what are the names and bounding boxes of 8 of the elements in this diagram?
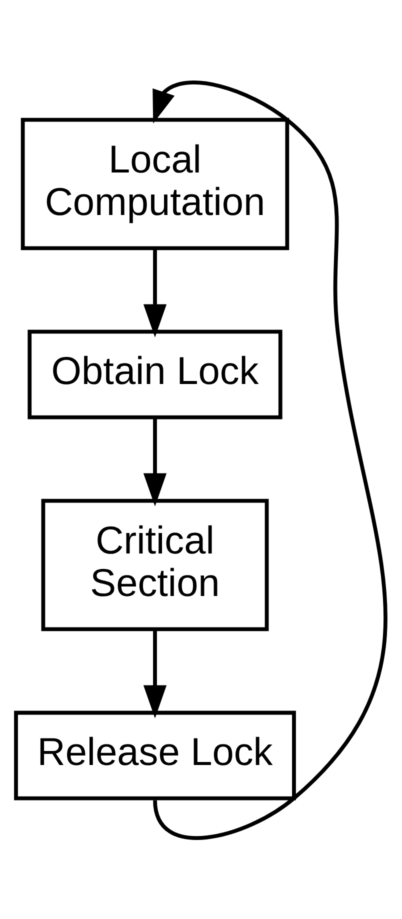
arrow: [143, 248, 167, 337]
arrow: [143, 417, 167, 506]
arrow: [152, 80, 388, 840]
node-box: Release Lock: [14, 710, 296, 800]
node-box: Critical Section: [41, 498, 269, 631]
node-box: Local Computation: [20, 117, 290, 250]
node-box: Obtain Lock: [28, 329, 282, 419]
arrow: [143, 629, 167, 718]
